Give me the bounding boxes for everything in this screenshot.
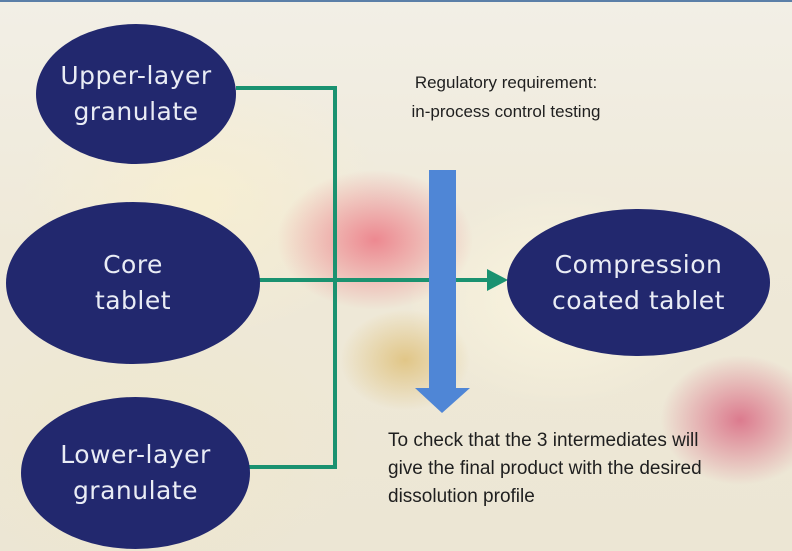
control-arrow-head	[415, 388, 470, 413]
purpose-caption: To check that the 3 intermediates will g…	[388, 430, 702, 507]
control-arrow-shaft	[429, 170, 456, 390]
node-upper-layer-granulate: Upper-layer granulate	[36, 24, 236, 164]
node-core-tablet: Core tablet	[6, 202, 260, 364]
node-compression-coated-tablet: Compression coated tablet	[507, 209, 770, 356]
arrowhead-to-result	[487, 269, 508, 291]
regulatory-caption: Regulatory requirement: in-process contr…	[411, 73, 601, 121]
slide-top-border	[0, 0, 792, 2]
node-lower-layer-granulate: Lower-layer granulate	[21, 397, 250, 549]
